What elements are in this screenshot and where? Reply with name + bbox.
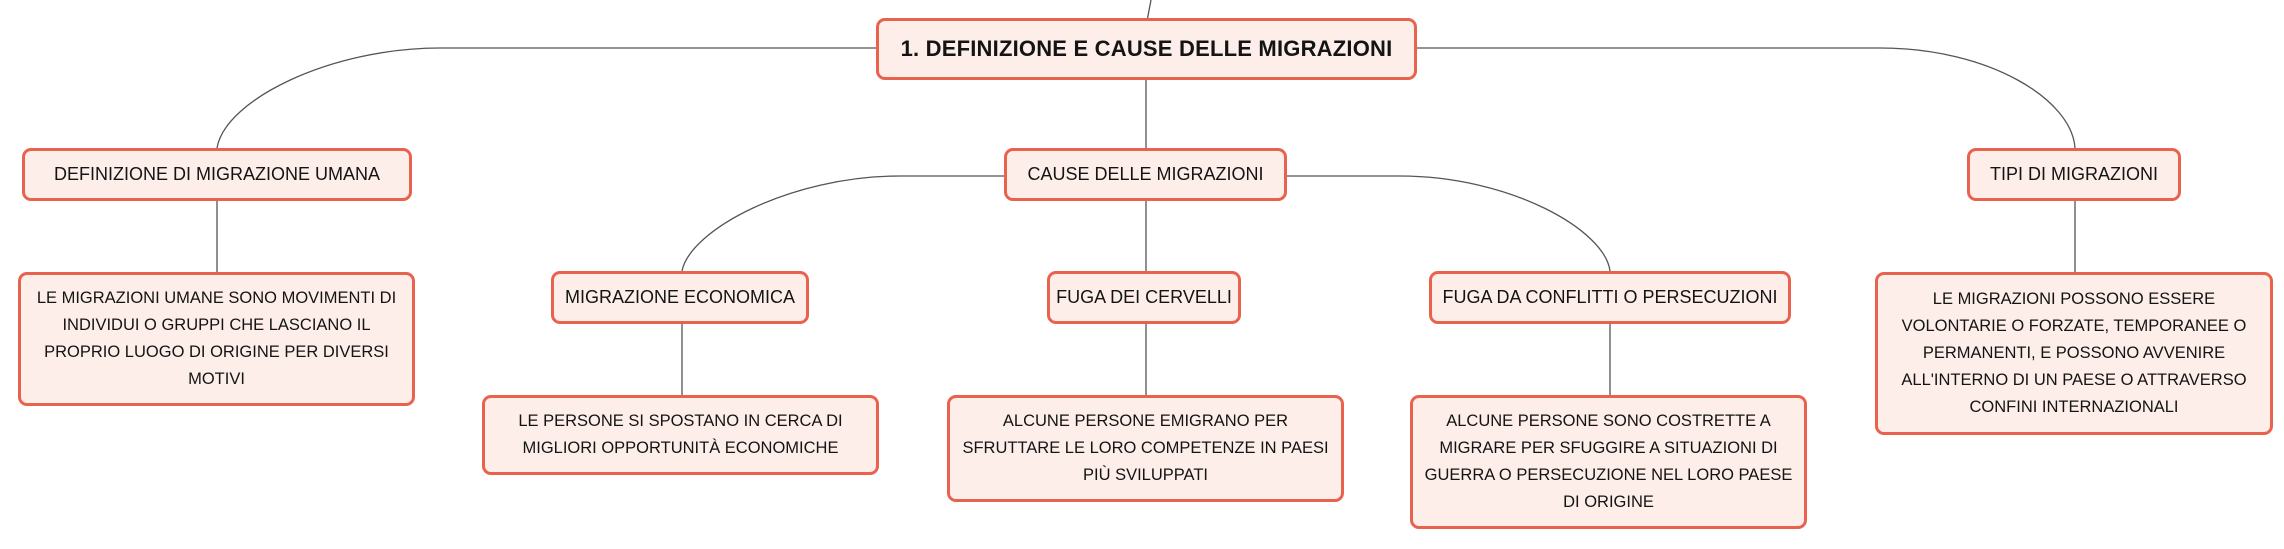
edge-root-definizione — [216, 47, 876, 149]
economica-description-text: LE PERSONE SI SPOSTANO IN CERCA DI MIGLI… — [518, 412, 843, 457]
conflitti-description-node[interactable]: ALCUNE PERSONE SONO COSTRETTE A MIGRARE … — [1410, 395, 1807, 529]
topic-cause-node[interactable]: CAUSE DELLE MIGRAZIONI — [1004, 148, 1287, 201]
root-topic-node[interactable]: 1. DEFINIZIONE E CAUSE DELLE MIGRAZIONI — [876, 18, 1417, 80]
subtopic-conflitti-label: FUGA DA CONFLITTI O PERSECUZIONI — [1442, 287, 1778, 307]
subtopic-economica-label: MIGRAZIONE ECONOMICA — [564, 287, 795, 307]
topic-definizione-label: DEFINIZIONE DI MIGRAZIONE UMANA — [53, 164, 380, 184]
edge-incoming-root — [1146, 0, 1152, 22]
definizione-description-node[interactable]: LE MIGRAZIONI UMANE SONO MOVIMENTI DI IN… — [18, 272, 415, 406]
subtopic-cervelli-node[interactable]: FUGA DEI CERVELLI — [1047, 271, 1241, 324]
subtopic-conflitti-node[interactable]: FUGA DA CONFLITTI O PERSECUZIONI — [1429, 271, 1791, 324]
conflitti-description-text: ALCUNE PERSONE SONO COSTRETTE A MIGRARE … — [1424, 412, 1793, 511]
topic-tipi-label: TIPI DI MIGRAZIONI — [1989, 164, 2158, 184]
subtopic-economica-node[interactable]: MIGRAZIONE ECONOMICA — [551, 271, 809, 324]
topic-definizione-node[interactable]: DEFINIZIONE DI MIGRAZIONE UMANA — [22, 148, 412, 201]
edge-cause-economica — [681, 175, 1004, 272]
definizione-description-text: LE MIGRAZIONI UMANE SONO MOVIMENTI DI IN… — [36, 289, 397, 388]
topic-cause-label: CAUSE DELLE MIGRAZIONI — [1027, 164, 1264, 184]
root-topic-label: 1. DEFINIZIONE E CAUSE DELLE MIGRAZIONI — [900, 36, 1393, 61]
economica-description-node[interactable]: LE PERSONE SI SPOSTANO IN CERCA DI MIGLI… — [482, 395, 879, 475]
cervelli-description-text: ALCUNE PERSONE EMIGRANO PER SFRUTTARE LE… — [962, 412, 1329, 484]
topic-tipi-node[interactable]: TIPI DI MIGRAZIONI — [1967, 148, 2181, 201]
cervelli-description-node[interactable]: ALCUNE PERSONE EMIGRANO PER SFRUTTARE LE… — [947, 395, 1344, 502]
tipi-description-node[interactable]: LE MIGRAZIONI POSSONO ESSERE VOLONTARIE … — [1875, 272, 2273, 435]
tipi-description-text: LE MIGRAZIONI POSSONO ESSERE VOLONTARIE … — [1901, 290, 2247, 416]
edge-cause-conflitti — [1287, 175, 1611, 272]
subtopic-cervelli-label: FUGA DEI CERVELLI — [1056, 287, 1232, 307]
edge-root-tipi — [1416, 47, 2076, 149]
